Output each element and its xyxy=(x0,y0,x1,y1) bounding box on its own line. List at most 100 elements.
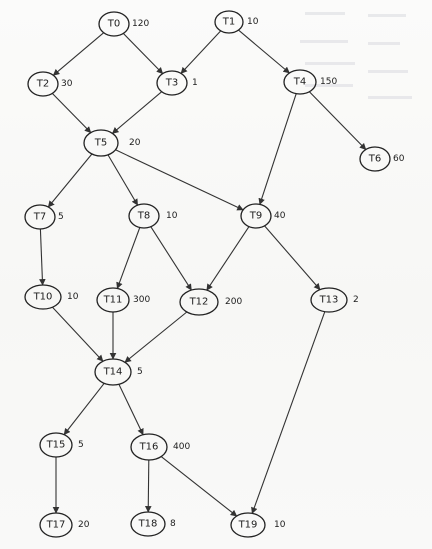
node-circle xyxy=(27,71,59,97)
node-label: T5 xyxy=(94,138,107,149)
edge-t9-to-t13 xyxy=(264,225,321,291)
node-label: T1 xyxy=(222,17,235,28)
node-weight: 20 xyxy=(78,520,90,530)
node-circle xyxy=(24,284,62,310)
node-t6: T6 60 xyxy=(359,146,405,172)
node-circle xyxy=(24,204,56,230)
node-t0: T0 120 xyxy=(98,11,149,37)
node-circle xyxy=(230,512,266,538)
node-circle xyxy=(39,512,73,538)
edge-t13-to-t19 xyxy=(251,311,326,515)
node-t13: T13 2 xyxy=(310,287,359,313)
node-t4: T4 150 xyxy=(283,69,337,95)
edge-t0-to-t2 xyxy=(52,32,105,76)
node-weight: 150 xyxy=(320,77,337,87)
bleed-through-texture xyxy=(300,12,412,99)
edge-t16-to-t19 xyxy=(160,456,238,517)
node-circle xyxy=(240,203,272,229)
node-t14: T14 5 xyxy=(94,358,143,386)
node-t9: T9 40 xyxy=(240,203,286,229)
edge-t0-to-t3 xyxy=(122,33,164,75)
node-label: T8 xyxy=(137,211,150,222)
node-circle xyxy=(283,69,317,95)
node-t16: T16 400 xyxy=(130,433,190,461)
node-label: T15 xyxy=(46,440,66,451)
node-circle xyxy=(94,358,132,386)
edge-t5-to-t8 xyxy=(107,154,139,206)
node-weight: 120 xyxy=(132,19,149,29)
node-label: T14 xyxy=(103,367,123,378)
node-weight: 200 xyxy=(225,297,242,307)
node-weight: 40 xyxy=(274,211,286,221)
node-circle xyxy=(83,129,119,157)
edge-t7-to-t10 xyxy=(39,228,46,286)
edge-t1-to-t4 xyxy=(238,29,290,74)
node-t10: T10 10 xyxy=(24,284,79,310)
node-label: T6 xyxy=(368,154,381,165)
node-label: T0 xyxy=(107,19,120,30)
node-t18: T18 8 xyxy=(130,511,176,537)
node-circle xyxy=(98,11,130,37)
node-label: T16 xyxy=(139,442,159,453)
node-t19: T19 10 xyxy=(230,512,286,538)
node-label: T19 xyxy=(238,520,258,531)
node-weight: 10 xyxy=(67,292,79,302)
node-weight: 1 xyxy=(192,78,198,88)
node-circle xyxy=(39,432,73,458)
edge-t10-to-t14 xyxy=(52,306,104,362)
node-t7: T7 5 xyxy=(24,204,64,230)
edge-t5-to-t9 xyxy=(115,149,244,211)
node-weight: 2 xyxy=(353,295,359,305)
edge-t8-to-t12 xyxy=(150,226,192,291)
node-weight: 10 xyxy=(274,520,286,530)
node-circle xyxy=(130,433,168,461)
edge-t5-to-t7 xyxy=(47,153,93,208)
node-weight: 30 xyxy=(61,79,73,89)
edge-t3-to-t5 xyxy=(111,91,163,134)
node-label: T10 xyxy=(33,292,53,303)
node-label: T7 xyxy=(33,212,46,223)
node-weight: 60 xyxy=(393,154,405,164)
node-weight: 5 xyxy=(137,367,143,377)
node-circle xyxy=(156,70,188,96)
edge-t8-to-t11 xyxy=(116,227,141,290)
edge-t14-to-t15 xyxy=(63,382,105,436)
edge-t16-to-t18 xyxy=(144,459,152,513)
edge-t4-to-t9 xyxy=(258,93,297,206)
node-weight: 8 xyxy=(170,519,176,529)
node-label: T4 xyxy=(293,77,306,88)
edge-t4-to-t6 xyxy=(309,91,367,150)
node-label: T18 xyxy=(138,519,158,530)
node-t12: T12 200 xyxy=(179,288,242,316)
edge-t14-to-t16 xyxy=(118,384,144,436)
node-circle xyxy=(359,146,391,172)
node-t15: T15 5 xyxy=(39,432,84,458)
node-circle xyxy=(310,287,348,313)
node-label: T12 xyxy=(189,297,209,308)
node-weight: 5 xyxy=(78,440,84,450)
node-circle xyxy=(128,203,160,229)
edge-t2-to-t5 xyxy=(51,93,92,134)
node-circle xyxy=(130,511,166,537)
edge-t12-to-t14 xyxy=(124,311,188,363)
node-label: T13 xyxy=(319,295,339,306)
edge-t1-to-t3 xyxy=(180,30,222,74)
node-label: T3 xyxy=(165,78,178,89)
node-weight: 5 xyxy=(58,212,64,222)
node-circle xyxy=(179,288,219,316)
node-t3: T3 1 xyxy=(156,70,198,96)
edge-layer xyxy=(39,29,367,517)
node-label: T11 xyxy=(103,295,123,306)
edge-t9-to-t12 xyxy=(206,226,250,291)
node-circle xyxy=(96,287,130,313)
node-label: T9 xyxy=(249,211,262,222)
node-label: T17 xyxy=(46,520,66,531)
node-weight: 400 xyxy=(173,442,190,452)
node-t17: T17 20 xyxy=(39,512,90,538)
